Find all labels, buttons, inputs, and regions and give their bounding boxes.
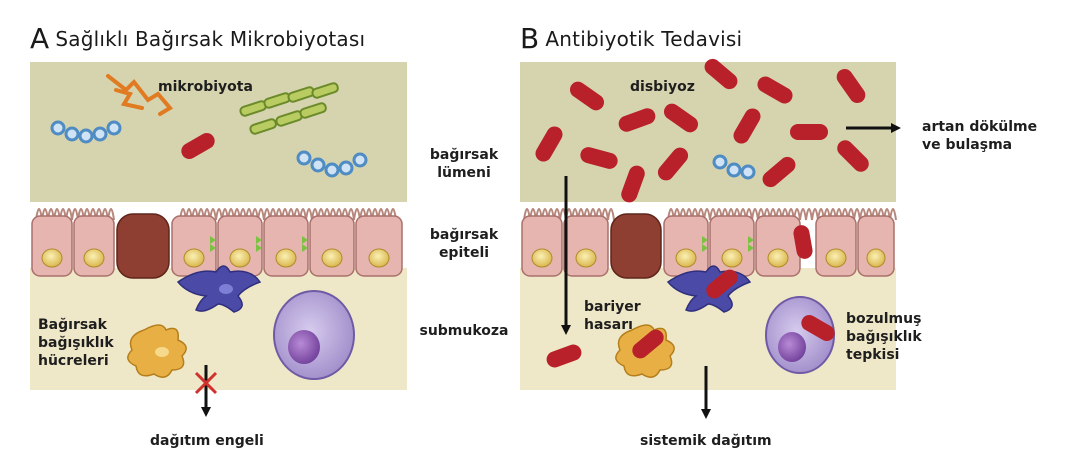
panel-b-title-text: Antibiyotik Tedavisi xyxy=(545,27,743,51)
red-x-icon xyxy=(194,371,218,395)
macrophage-nucleus xyxy=(155,347,169,357)
label-impaired-line-2: bağışıklık xyxy=(846,329,922,345)
epithelial-cells-b xyxy=(521,215,895,277)
label-barrier-damage: bariyer hasarı xyxy=(584,298,641,334)
label-sistemik-dagitim: sistemik dağıtım xyxy=(640,433,772,449)
label-lumen-line-1: bağırsak xyxy=(429,147,499,163)
dendritic-nucleus xyxy=(219,284,233,294)
panel-b-diagram xyxy=(520,58,901,419)
panel-b-letter: B xyxy=(520,22,540,55)
mikrobiyota-green-chain xyxy=(239,82,339,135)
goblet-cell-b xyxy=(610,213,662,279)
tight-junctions xyxy=(210,236,308,252)
label-shedding: artan dökülme ve bulaşma xyxy=(922,118,1037,154)
label-epithelium: bağırsak epiteli xyxy=(412,226,516,262)
label-epithelium-line-1: bağırsak xyxy=(429,227,499,243)
nuclei xyxy=(41,248,390,268)
label-immune-cells: Bağırsak bağışıklık hücreleri xyxy=(38,316,114,370)
label-barrier-line-1: bariyer xyxy=(584,299,641,315)
label-impaired-line-3: tepkisi xyxy=(846,347,900,363)
label-impaired-line-1: bozulmuş xyxy=(846,311,922,327)
mikrobiyota-orange-bacteria xyxy=(106,74,174,116)
label-barrier-line-2: hasarı xyxy=(584,317,633,333)
label-immune-line-3: hücreleri xyxy=(38,353,109,369)
label-immune-line-2: bağışıklık xyxy=(38,335,114,351)
label-impaired-immunity: bozulmuş bağışıklık tepkisi xyxy=(846,310,922,364)
nuclei-b xyxy=(531,248,886,268)
label-lumen-line-2: lümeni xyxy=(437,165,491,181)
label-mikrobiyota: mikrobiyota xyxy=(158,79,253,95)
mikrobiyota-blue-cocci xyxy=(50,120,368,178)
lymphocyte-nucleus xyxy=(288,330,320,364)
mikrobiyota-blue-cocci-b xyxy=(712,154,756,180)
label-shedding-line-2: ve bulaşma xyxy=(922,137,1013,153)
disbiyoz-red-rods xyxy=(535,58,869,368)
label-shedding-line-1: artan dökülme xyxy=(922,119,1038,135)
lymphocyte-nucleus-b xyxy=(778,332,806,362)
tight-junctions-b xyxy=(702,236,754,252)
panel-a-diagram xyxy=(30,62,407,417)
red-rod-bacterium xyxy=(181,133,215,159)
panel-a-letter: A xyxy=(30,22,50,55)
goblet-cell xyxy=(116,213,170,279)
label-immune-line-1: Bağırsak xyxy=(38,317,107,333)
label-submucosa: submukoza xyxy=(419,323,509,339)
label-dagitim-engeli: dağıtım engeli xyxy=(150,433,264,449)
label-lumen: bağırsak lümeni xyxy=(412,146,516,182)
epithelial-cells xyxy=(31,215,403,277)
panel-a-title-text: Sağlıklı Bağırsak Mikrobiyotası xyxy=(55,27,366,51)
label-epithelium-line-2: epiteli xyxy=(438,245,490,261)
label-disbiyoz: disbiyoz xyxy=(630,79,695,95)
